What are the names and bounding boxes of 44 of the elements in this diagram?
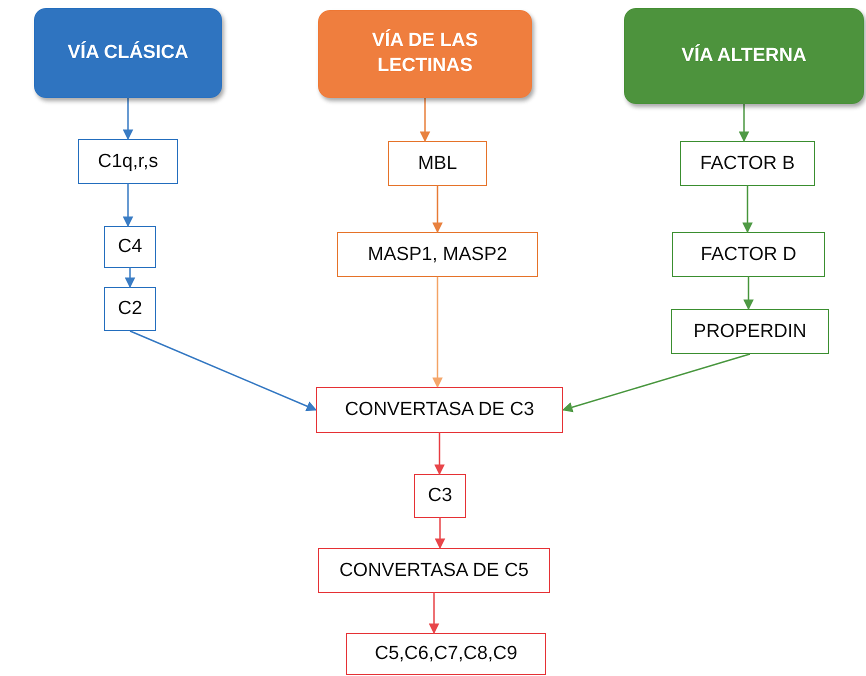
process-box — [680, 141, 815, 186]
arrow — [124, 268, 136, 288]
process-box — [104, 287, 156, 331]
header-box — [624, 8, 864, 104]
arrow — [562, 353, 750, 412]
header-box — [318, 10, 532, 98]
arrow — [122, 98, 134, 140]
node-label: CONVERTASA DE C3 — [344, 399, 534, 421]
node-label: PROPERDIN — [694, 320, 806, 342]
process-box — [318, 548, 550, 593]
node-label: C1q,r,s — [98, 150, 158, 172]
arrow — [432, 277, 443, 388]
node-label: MASP1, MASP2 — [368, 244, 508, 266]
node-label: FACTOR D — [700, 244, 796, 266]
process-box — [414, 474, 466, 518]
process-box — [346, 633, 546, 675]
arrow — [742, 186, 753, 234]
arrow — [432, 186, 443, 234]
arrow — [738, 104, 750, 142]
process-box — [316, 387, 563, 433]
arrow — [122, 184, 134, 228]
arrow — [428, 593, 440, 634]
node-label: C3 — [428, 485, 452, 507]
node-label: FACTOR B — [700, 152, 795, 174]
header-box — [34, 8, 222, 98]
node-label: VÍA ALTERNA — [682, 44, 806, 68]
arrow — [743, 277, 754, 310]
process-box — [671, 309, 829, 354]
process-box — [104, 226, 156, 268]
node-label: C4 — [118, 236, 142, 258]
arrow — [130, 330, 317, 412]
process-box — [337, 232, 538, 277]
node-label: C5,C6,C7,C8,C9 — [374, 643, 518, 665]
node-label: CONVERTASA DE C5 — [339, 560, 529, 582]
process-box — [672, 232, 825, 277]
node-label: C2 — [118, 298, 142, 320]
process-box — [388, 141, 487, 186]
node-label: MBL — [418, 152, 458, 174]
arrow — [420, 98, 430, 142]
arrow — [434, 518, 446, 550]
arrow — [434, 433, 445, 476]
process-box — [78, 139, 178, 184]
node-label: VÍA CLÁSICA — [68, 40, 188, 65]
node-label: VÍA DE LAS LECTINAS — [371, 29, 479, 78]
